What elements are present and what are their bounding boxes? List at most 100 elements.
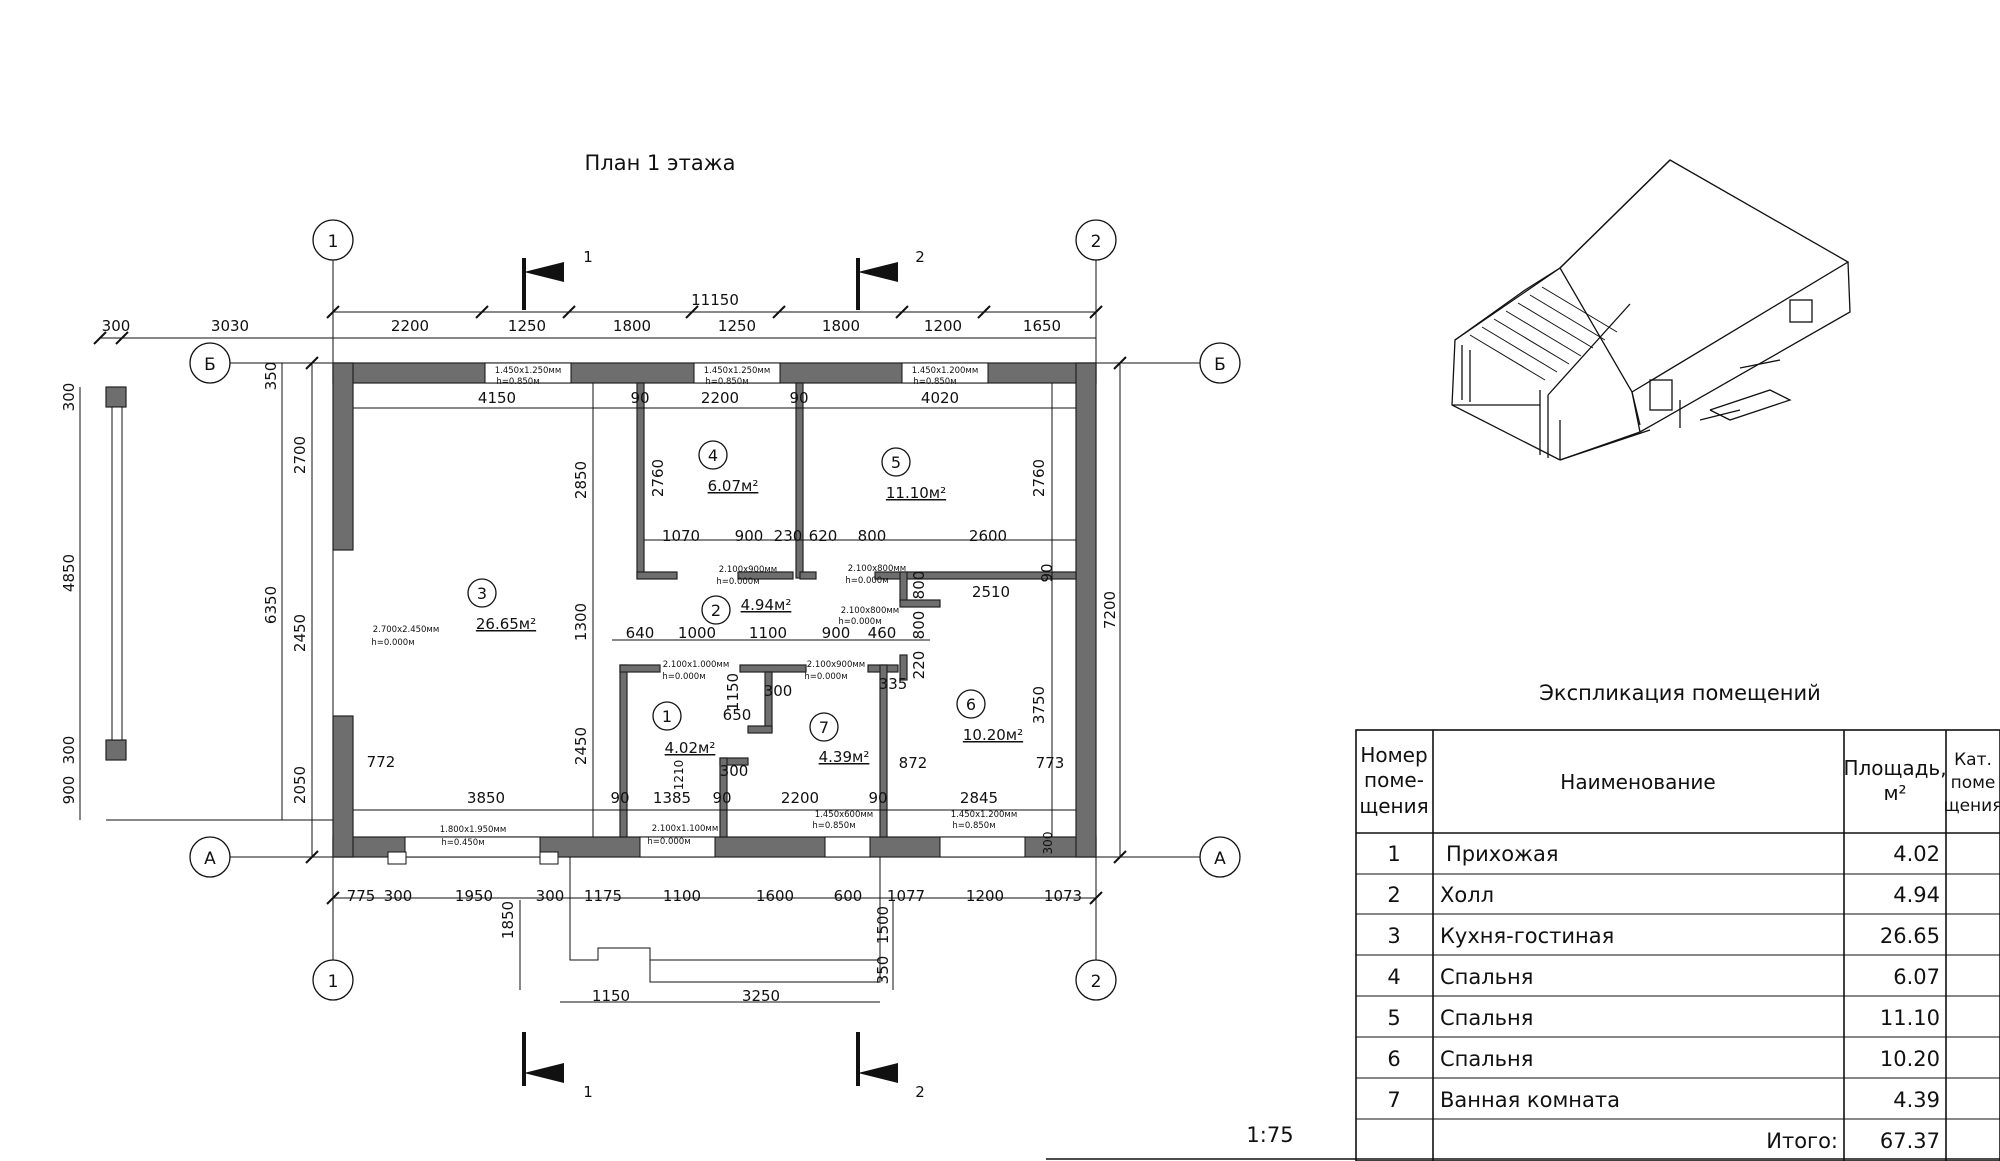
dim-bottom-0: 775 <box>347 887 376 905</box>
axis-1-top: 1 <box>328 232 339 252</box>
dim-row2-1: 900 <box>735 527 764 545</box>
w-b3-size: 1.450х1.200мм <box>951 810 1018 820</box>
dim-row4-7: 2845 <box>960 789 998 807</box>
total-label: Итого: <box>1766 1129 1838 1153</box>
dim-vert-14: 300 <box>720 762 749 780</box>
room-1-num: 1 <box>662 707 672 726</box>
w-b3-h: h=0.850м <box>952 821 995 831</box>
row-6-num: 6 <box>1387 1047 1400 1071</box>
row-3-area: 26.65 <box>1880 924 1940 948</box>
total-value: 67.37 <box>1880 1129 1940 1153</box>
row-5-name: Спальня <box>1440 1006 1533 1030</box>
room-2-num: 2 <box>711 601 721 620</box>
scale-label: 1:75 <box>1246 1123 1293 1147</box>
dim-porch-top-0: 300 <box>102 317 131 335</box>
dim-porch-left-1: 4850 <box>60 554 78 592</box>
row-6-area: 10.20 <box>1880 1047 1940 1071</box>
dim-bottom-2: 1950 <box>455 887 493 905</box>
section-2-bottom: 2 <box>915 1083 925 1101</box>
dim-row1-1: 90 <box>630 389 649 407</box>
row-1-area: 4.02 <box>1893 842 1940 866</box>
d3-size: 2.100х800мм <box>841 606 899 616</box>
dim-bottom-10: 1073 <box>1044 887 1082 905</box>
dim-vert-15: 1210 <box>672 760 686 791</box>
row-4-name: Спальня <box>1440 965 1533 989</box>
axis-2-bottom: 2 <box>1091 972 1102 992</box>
dim-top-4: 1800 <box>822 317 860 335</box>
d6-size: 2.100х1.100мм <box>652 824 719 834</box>
dim-vert-1: 2760 <box>649 459 667 497</box>
dim-vert-10: 335 <box>879 675 908 693</box>
dim-row3-0: 640 <box>626 624 655 642</box>
room-4-area: 6.07м² <box>708 477 759 495</box>
dim-top-5: 1200 <box>924 317 962 335</box>
d1-size: 2.100х900мм <box>719 565 777 575</box>
d2-h: h=0.000м <box>845 576 888 586</box>
row-2-area: 4.94 <box>1893 883 1940 907</box>
dim-top-0: 2200 <box>391 317 429 335</box>
dim-bottom-1: 300 <box>384 887 413 905</box>
room-4-num: 4 <box>708 446 718 465</box>
dim-porch-left-3: 900 <box>60 776 78 805</box>
axis-b-right: Б <box>1214 355 1226 375</box>
dim-overall-top: 11150 <box>691 291 739 309</box>
room-2-area: 4.94м² <box>741 596 792 614</box>
explication-table <box>1046 729 2000 1161</box>
room-5-num: 5 <box>891 453 901 472</box>
row-1-num: 1 <box>1387 842 1400 866</box>
dim-bottom-4: 1175 <box>584 887 622 905</box>
hdr-num-2: поме- <box>1364 768 1424 792</box>
dim-row4-9: 872 <box>899 754 928 772</box>
dim-row1-2: 2200 <box>701 389 739 407</box>
dim-vert-4: 2450 <box>572 727 590 765</box>
dim-row4-3: 1385 <box>653 789 691 807</box>
dim-row3-1: 1000 <box>678 624 716 642</box>
row-7-num: 7 <box>1387 1088 1400 1112</box>
row-2-num: 2 <box>1387 883 1400 907</box>
dim-row4-2: 90 <box>610 789 629 807</box>
dim-porch-vert-2: 350 <box>874 956 892 985</box>
hdr-cat-1: Кат. <box>1954 750 1992 770</box>
hdr-area-2: м² <box>1883 781 1906 805</box>
section-1-top: 1 <box>583 248 593 266</box>
hdr-cat-3: щения <box>1944 796 2000 816</box>
row-5-area: 11.10 <box>1880 1006 1940 1030</box>
dim-vert-2: 2760 <box>1030 459 1048 497</box>
w-b2-size: 1.450х600мм <box>815 810 873 820</box>
hdr-area-1: Площадь, <box>1843 756 1946 780</box>
dim-top-2: 1800 <box>613 317 651 335</box>
section-marks: 1 2 1 2 <box>522 248 925 1101</box>
d5-size: 2.100х900мм <box>807 660 865 670</box>
dim-porch-bottom-1: 3250 <box>742 987 780 1005</box>
dim-row2-2: 230 <box>774 527 803 545</box>
room-3-num: 3 <box>477 584 487 603</box>
dim-vert-3: 1300 <box>572 603 590 641</box>
dim-top-3: 1250 <box>718 317 756 335</box>
dim-vert-13: 300 <box>764 682 793 700</box>
dim-row2-0: 1070 <box>662 527 700 545</box>
w-top2-h: h=0.850м <box>705 377 748 387</box>
hdr-num-3: щения <box>1359 794 1428 818</box>
dim-row4-5: 2200 <box>781 789 819 807</box>
d1-h: h=0.000м <box>716 577 759 587</box>
dim-left-1: 2700 <box>291 436 309 474</box>
openings <box>387 362 1026 865</box>
dim-top-6: 1650 <box>1023 317 1061 335</box>
dim-row3-4: 460 <box>868 624 897 642</box>
w-top1-h: h=0.850м <box>496 377 539 387</box>
hdr-cat-2: поме <box>1951 773 1996 793</box>
d4-h: h=0.000м <box>662 672 705 682</box>
hdr-name: Наименование <box>1560 770 1715 794</box>
row-2-name: Холл <box>1440 883 1494 907</box>
row-7-name: Ванная комната <box>1440 1088 1620 1112</box>
dim-row4-8: 773 <box>1036 754 1065 772</box>
interior-walls <box>619 382 1077 838</box>
hdr-num-1: Номер <box>1360 743 1427 767</box>
dimension-ticks <box>93 305 1127 905</box>
w-top1-size: 1.450х1.250мм <box>495 366 562 376</box>
axis-1-bottom: 1 <box>328 972 339 992</box>
dim-row2-3: 620 <box>809 527 838 545</box>
dim-row3-2: 1100 <box>749 624 787 642</box>
section-2-top: 2 <box>915 248 925 266</box>
